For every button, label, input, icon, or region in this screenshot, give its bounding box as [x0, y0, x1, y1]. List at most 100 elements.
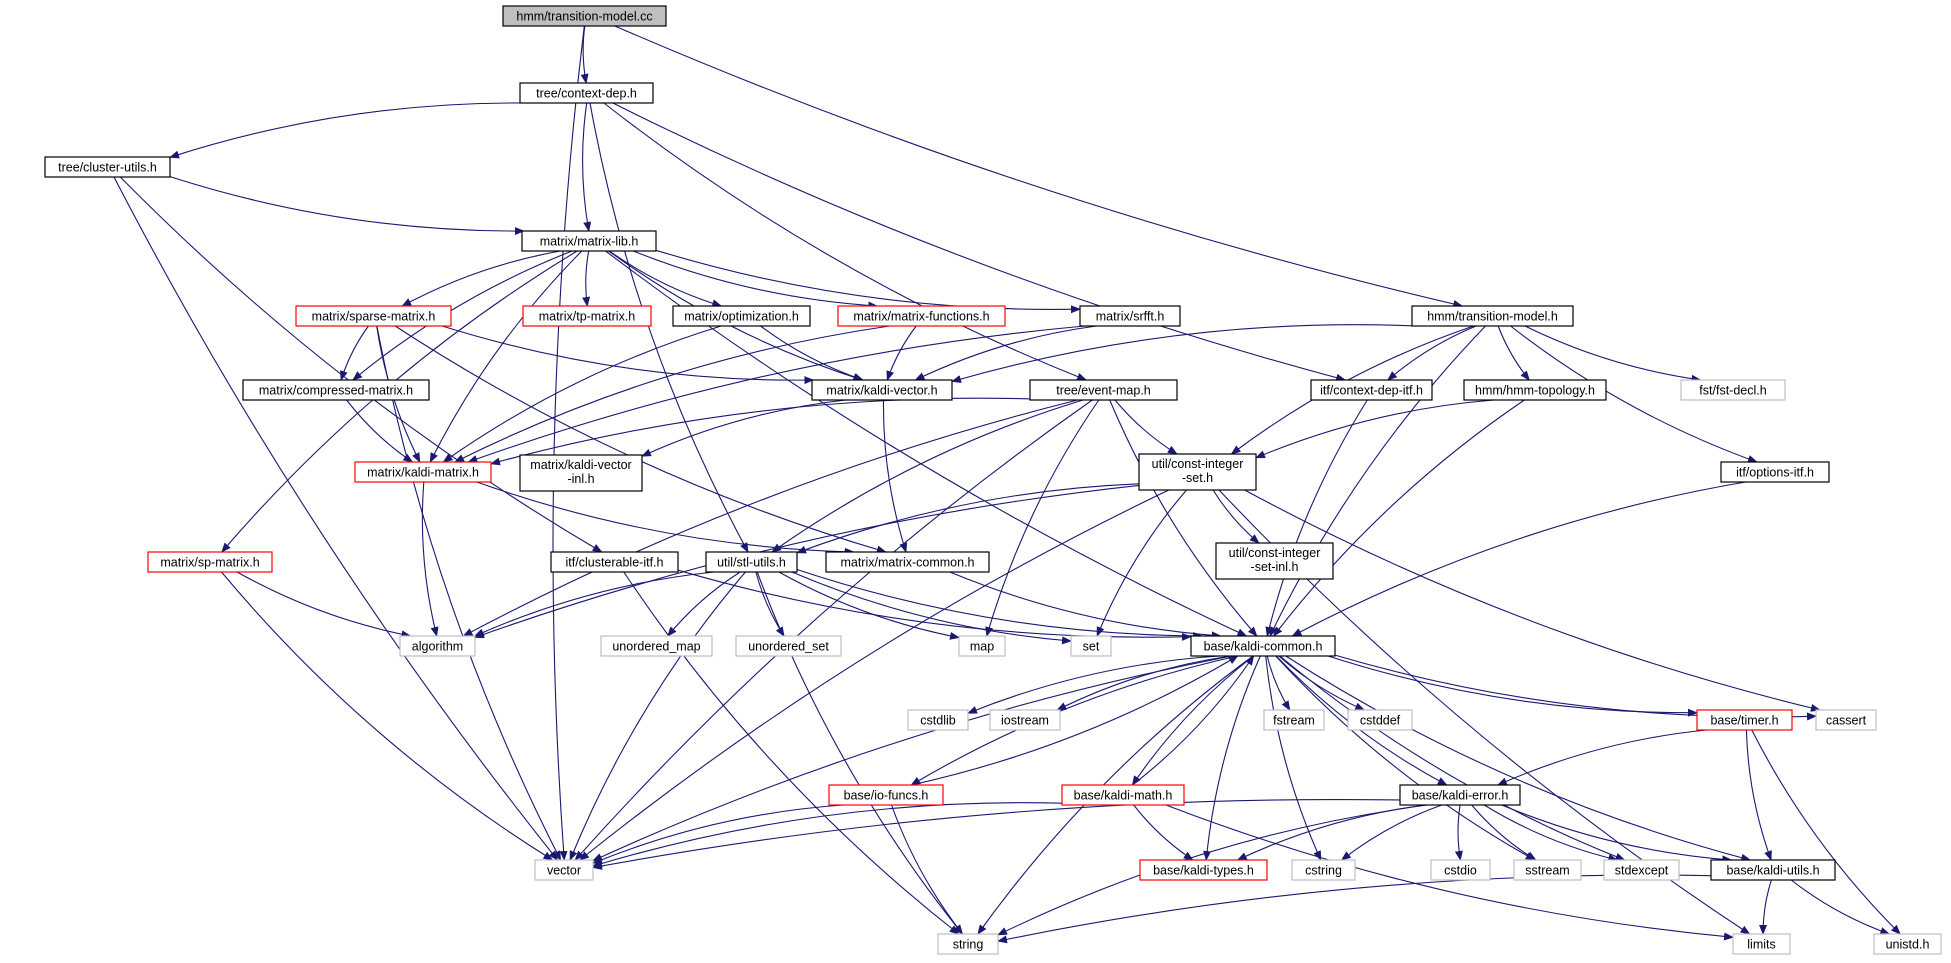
node-box-matrix-lib[interactable] — [521, 230, 657, 252]
node-compressed-matrix[interactable]: matrix/compressed-matrix.h — [242, 379, 430, 401]
node-label-unordered_map: unordered_map — [612, 640, 700, 654]
node-box-stl-utils[interactable] — [705, 551, 798, 573]
node-root[interactable]: hmm/transition-model.cc — [502, 5, 667, 27]
edge-kaldi-math-to-vector — [592, 802, 1063, 868]
edge-matrix-lib-to-kaldi-matrix — [429, 250, 583, 463]
node-context-dep[interactable]: tree/context-dep.h — [519, 82, 654, 104]
node-kaldi-vector[interactable]: matrix/kaldi-vector.h — [811, 379, 953, 401]
node-box-cluster-utils[interactable] — [44, 156, 171, 178]
node-kaldi-common[interactable]: base/kaldi-common.h — [1190, 635, 1336, 657]
node-box-const-integer-set-inl[interactable] — [1215, 542, 1334, 580]
edge-io-funcs-to-vector — [592, 804, 844, 864]
node-box-kaldi-matrix[interactable] — [354, 461, 492, 483]
node-hmm-topology[interactable]: hmm/hmm-topology.h — [1463, 379, 1607, 401]
edges-layer — [113, 25, 1901, 944]
node-kaldi-types[interactable]: base/kaldi-types.h — [1139, 859, 1268, 881]
node-label-tp-matrix: matrix/tp-matrix.h — [539, 310, 636, 324]
edge-const-integer-set-to-set — [1096, 489, 1187, 637]
node-box-compressed-matrix[interactable] — [242, 379, 430, 401]
edge-matrix-functions-to-kaldi-matrix — [454, 325, 890, 463]
edge-const-integer-set-to-vector — [579, 489, 1170, 861]
node-label-kaldi-error: base/kaldi-error.h — [1412, 789, 1509, 803]
node-box-transition-model-h[interactable] — [1411, 305, 1574, 327]
node-box-kaldi-utils[interactable] — [1710, 859, 1836, 881]
node-cluster-utils[interactable]: tree/cluster-utils.h — [44, 156, 171, 178]
node-box-stdexcept — [1603, 859, 1680, 881]
edge-kaldi-common-to-timer — [1327, 655, 1698, 717]
node-box-optimization[interactable] — [672, 305, 811, 327]
edge-hmm-topology-to-kaldi-common — [1272, 399, 1525, 637]
node-box-tp-matrix[interactable] — [522, 305, 652, 327]
edge-kaldi-common-to-kaldi-math — [1131, 655, 1254, 786]
node-io-funcs[interactable]: base/io-funcs.h — [828, 784, 944, 806]
node-matrix-common[interactable]: matrix/matrix-common.h — [825, 551, 990, 573]
node-timer[interactable]: base/timer.h — [1696, 709, 1793, 731]
node-box-matrix-functions[interactable] — [837, 305, 1006, 327]
node-string: string — [937, 933, 999, 955]
node-kaldi-utils[interactable]: base/kaldi-utils.h — [1710, 859, 1836, 881]
edge-event-map-to-kaldi-common — [1109, 399, 1258, 637]
edge-kaldi-error-to-stdexcept — [1483, 804, 1619, 862]
node-label-limits: limits — [1747, 938, 1775, 952]
node-box-context-dep[interactable] — [519, 82, 654, 104]
node-kaldi-matrix[interactable]: matrix/kaldi-matrix.h — [354, 461, 492, 483]
node-label-kaldi-matrix: matrix/kaldi-matrix.h — [367, 466, 479, 480]
node-box-algorithm — [399, 635, 476, 657]
node-srfft[interactable]: matrix/srfft.h — [1079, 305, 1181, 327]
node-box-kaldi-math[interactable] — [1061, 784, 1185, 806]
node-label-fstream: fstream — [1273, 714, 1315, 728]
node-box-kaldi-vector-inl[interactable] — [519, 454, 643, 492]
node-box-io-funcs[interactable] — [828, 784, 944, 806]
node-box-srfft[interactable] — [1079, 305, 1181, 327]
node-transition-model-h[interactable]: hmm/transition-model.h — [1411, 305, 1574, 327]
node-stl-utils[interactable]: util/stl-utils.h — [705, 551, 798, 573]
node-box-sparse-matrix[interactable] — [295, 305, 452, 327]
node-sparse-matrix[interactable]: matrix/sparse-matrix.h — [295, 305, 452, 327]
node-sp-matrix[interactable]: matrix/sp-matrix.h — [147, 551, 273, 573]
node-box-unordered_map — [600, 635, 713, 657]
node-kaldi-math[interactable]: base/kaldi-math.h — [1061, 784, 1185, 806]
node-const-integer-set[interactable]: util/const-integer-set.h — [1138, 453, 1257, 491]
node-box-kaldi-common[interactable] — [1190, 635, 1336, 657]
node-box-options-itf[interactable] — [1720, 461, 1830, 483]
node-box-sp-matrix[interactable] — [147, 551, 273, 573]
node-unordered_map: unordered_map — [600, 635, 713, 657]
node-box-hmm-topology[interactable] — [1463, 379, 1607, 401]
edge-kaldi-error-to-vector — [592, 798, 1401, 870]
edge-kaldi-common-to-fstream — [1266, 655, 1291, 711]
node-box-const-integer-set[interactable] — [1138, 453, 1257, 491]
node-box-timer[interactable] — [1696, 709, 1793, 731]
node-box-clusterable-itf[interactable] — [550, 551, 679, 573]
node-label-matrix-functions: matrix/matrix-functions.h — [853, 310, 989, 324]
node-optimization[interactable]: matrix/optimization.h — [672, 305, 811, 327]
node-box-kaldi-types[interactable] — [1139, 859, 1268, 881]
edge-options-itf-to-kaldi-common — [1291, 481, 1746, 637]
node-box-fst-decl — [1680, 379, 1786, 401]
node-box-kaldi-error[interactable] — [1399, 784, 1521, 806]
node-const-integer-set-inl[interactable]: util/const-integer-set-inl.h — [1215, 542, 1334, 580]
node-event-map[interactable]: tree/event-map.h — [1029, 379, 1178, 401]
node-label-cassert: cassert — [1826, 714, 1867, 728]
node-options-itf[interactable]: itf/options-itf.h — [1720, 461, 1830, 483]
node-box-context-dep-itf[interactable] — [1310, 379, 1433, 401]
node-kaldi-error[interactable]: base/kaldi-error.h — [1399, 784, 1521, 806]
node-box-root[interactable] — [502, 5, 667, 27]
edge-context-dep-to-event-map — [603, 102, 1088, 381]
node-box-event-map[interactable] — [1029, 379, 1178, 401]
node-matrix-lib[interactable]: matrix/matrix-lib.h — [521, 230, 657, 252]
node-context-dep-itf[interactable]: itf/context-dep-itf.h — [1310, 379, 1433, 401]
edge-kaldi-error-to-cstdio — [1454, 804, 1463, 861]
edge-matrix-lib-to-srfft — [655, 249, 1081, 314]
node-kaldi-vector-inl[interactable]: matrix/kaldi-vector-inl.h — [519, 454, 643, 492]
node-matrix-functions[interactable]: matrix/matrix-functions.h — [837, 305, 1006, 327]
edge-transition-model-h-to-hmm-topology — [1497, 325, 1530, 381]
node-box-matrix-common[interactable] — [825, 551, 990, 573]
node-box-vector — [534, 859, 594, 881]
edge-srfft-to-kaldi-vector — [914, 325, 1097, 381]
edge-stl-utils-to-algorithm — [473, 571, 715, 637]
edge-matrix-lib-to-compressed-matrix — [352, 250, 573, 381]
node-box-kaldi-vector[interactable] — [811, 379, 953, 401]
edge-kaldi-matrix-to-algorithm — [421, 481, 439, 637]
node-clusterable-itf[interactable]: itf/clusterable-itf.h — [550, 551, 679, 573]
node-tp-matrix[interactable]: matrix/tp-matrix.h — [522, 305, 652, 327]
